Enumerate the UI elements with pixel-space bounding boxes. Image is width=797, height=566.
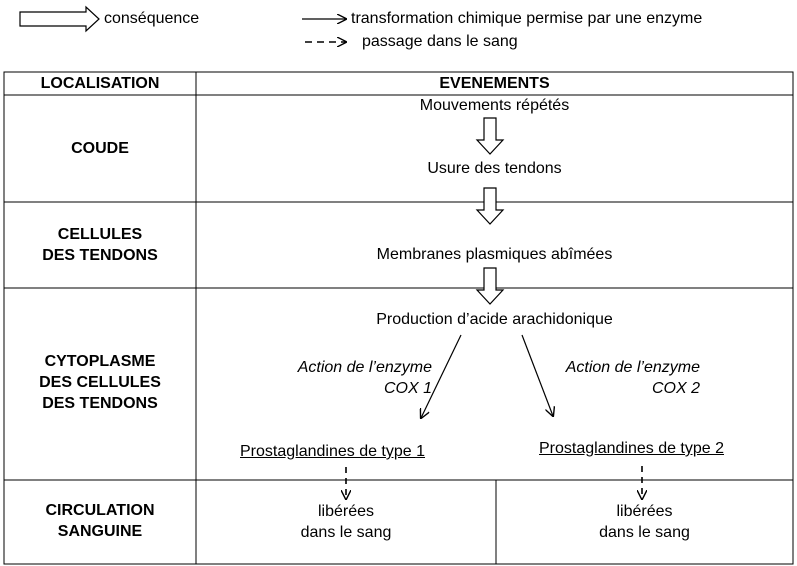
row-label-cytoplasme: CYTOPLASME DES CELLULES DES TENDONS: [39, 353, 161, 412]
enzyme-label-cox1: Action de l’enzyme COX 1: [297, 359, 432, 397]
released-left: libérées dans le sang: [300, 503, 392, 541]
header-localisation: LOCALISATION: [40, 75, 160, 92]
legend-blood-label: passage dans le sang: [362, 33, 518, 50]
consequence-arrow-1-icon: [475, 117, 505, 155]
event-mouvements: Mouvements répétés: [419, 97, 570, 114]
prostaglandins-type-1: Prostaglandines de type 1: [240, 443, 426, 460]
prostaglandins-type-2: Prostaglandines de type 2: [539, 440, 725, 457]
enzyme-label-cox2: Action de l’enzyme COX 2: [565, 359, 700, 397]
cox1-arrow-icon: [421, 334, 462, 418]
row-label-circulation: CIRCULATION SANGUINE: [45, 502, 155, 540]
released-right: libérées dans le sang: [599, 503, 690, 541]
legend-hollow-arrow-icon: [19, 5, 100, 33]
table-grid: [3, 71, 794, 565]
event-production: Production d’acide arachidonique: [376, 311, 613, 328]
header-evenements: EVENEMENTS: [439, 75, 550, 92]
event-membranes: Membranes plasmiques abîmées: [376, 246, 613, 263]
legend-enzyme-label: transformation chimique permise par une …: [351, 10, 703, 27]
consequence-arrow-2-icon: [475, 187, 505, 225]
cox2-arrow-icon: [521, 334, 553, 416]
event-usure: Usure des tendons: [427, 160, 562, 177]
row-label-cellules: CELLULES DES TENDONS: [42, 226, 158, 264]
row-label-coude: COUDE: [71, 140, 129, 157]
legend-consequence-label: conséquence: [104, 10, 200, 27]
consequence-arrow-3-icon: [475, 267, 505, 305]
